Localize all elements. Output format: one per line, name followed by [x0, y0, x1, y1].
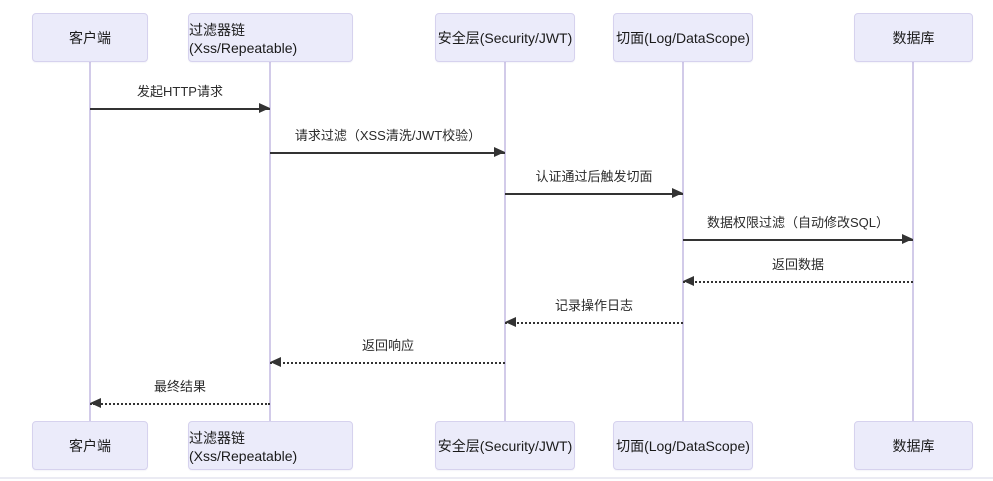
- message-2-label: 请求过滤（XSS清洗/JWT校验）: [294, 128, 482, 143]
- actor-aspect-top: 切面(Log/DataScope): [613, 13, 753, 62]
- actor-label: 切面(Log/DataScope): [616, 29, 750, 46]
- message-3-line: [505, 193, 683, 195]
- message-7-arrowhead-icon: [270, 357, 281, 367]
- message-7-line: [270, 362, 505, 364]
- bottom-divider: [0, 477, 993, 479]
- actor-label: 安全层(Security/JWT): [437, 437, 573, 454]
- actor-database-top: 数据库: [854, 13, 973, 62]
- lifeline-security-layer: [504, 62, 506, 421]
- message-6-label: 记录操作日志: [554, 298, 634, 313]
- actor-filter-chain-top: 过滤器链(Xss/Repeatable): [188, 13, 353, 62]
- actor-security-layer-top: 安全层(Security/JWT): [435, 13, 575, 62]
- lifeline-aspect: [682, 62, 684, 421]
- message-6-line: [505, 322, 683, 324]
- actor-filter-chain-bottom: 过滤器链(Xss/Repeatable): [188, 421, 353, 470]
- actor-label: 切面(Log/DataScope): [616, 437, 750, 454]
- message-1-arrowhead-icon: [259, 103, 270, 113]
- message-6-arrowhead-icon: [505, 317, 516, 327]
- message-4-label: 数据权限过滤（自动修改SQL）: [706, 215, 890, 230]
- message-3-label: 认证通过后触发切面: [535, 169, 653, 184]
- actor-aspect-bottom: 切面(Log/DataScope): [613, 421, 753, 470]
- message-8-arrowhead-icon: [90, 398, 101, 408]
- actor-label: 数据库: [892, 29, 935, 46]
- actor-label: 客户端: [69, 437, 111, 454]
- message-1-line: [90, 108, 270, 110]
- message-5-label: 返回数据: [771, 257, 825, 272]
- actor-database-bottom: 数据库: [854, 421, 973, 470]
- actor-label: 过滤器链(Xss/Repeatable): [189, 429, 298, 464]
- lifeline-client: [89, 62, 91, 421]
- message-2-arrowhead-icon: [494, 147, 505, 157]
- actor-security-layer-bottom: 安全层(Security/JWT): [435, 421, 575, 470]
- lifeline-database: [912, 62, 914, 421]
- actor-label: 客户端: [69, 29, 111, 46]
- actor-label: 数据库: [892, 437, 935, 454]
- message-2-line: [270, 152, 505, 154]
- actor-client-bottom: 客户端: [32, 421, 148, 470]
- lifeline-filter-chain: [269, 62, 271, 421]
- message-3-arrowhead-icon: [672, 188, 683, 198]
- message-1-label: 发起HTTP请求: [137, 84, 223, 99]
- actor-label: 安全层(Security/JWT): [437, 29, 573, 46]
- message-7-label: 返回响应: [361, 338, 415, 353]
- message-5-arrowhead-icon: [683, 276, 694, 286]
- message-8-label: 最终结果: [153, 379, 207, 394]
- actor-label: 过滤器链(Xss/Repeatable): [189, 21, 298, 56]
- actor-client-top: 客户端: [32, 13, 148, 62]
- message-4-arrowhead-icon: [902, 234, 913, 244]
- message-5-line: [683, 281, 913, 283]
- message-8-line: [90, 403, 270, 405]
- message-4-line: [683, 239, 913, 241]
